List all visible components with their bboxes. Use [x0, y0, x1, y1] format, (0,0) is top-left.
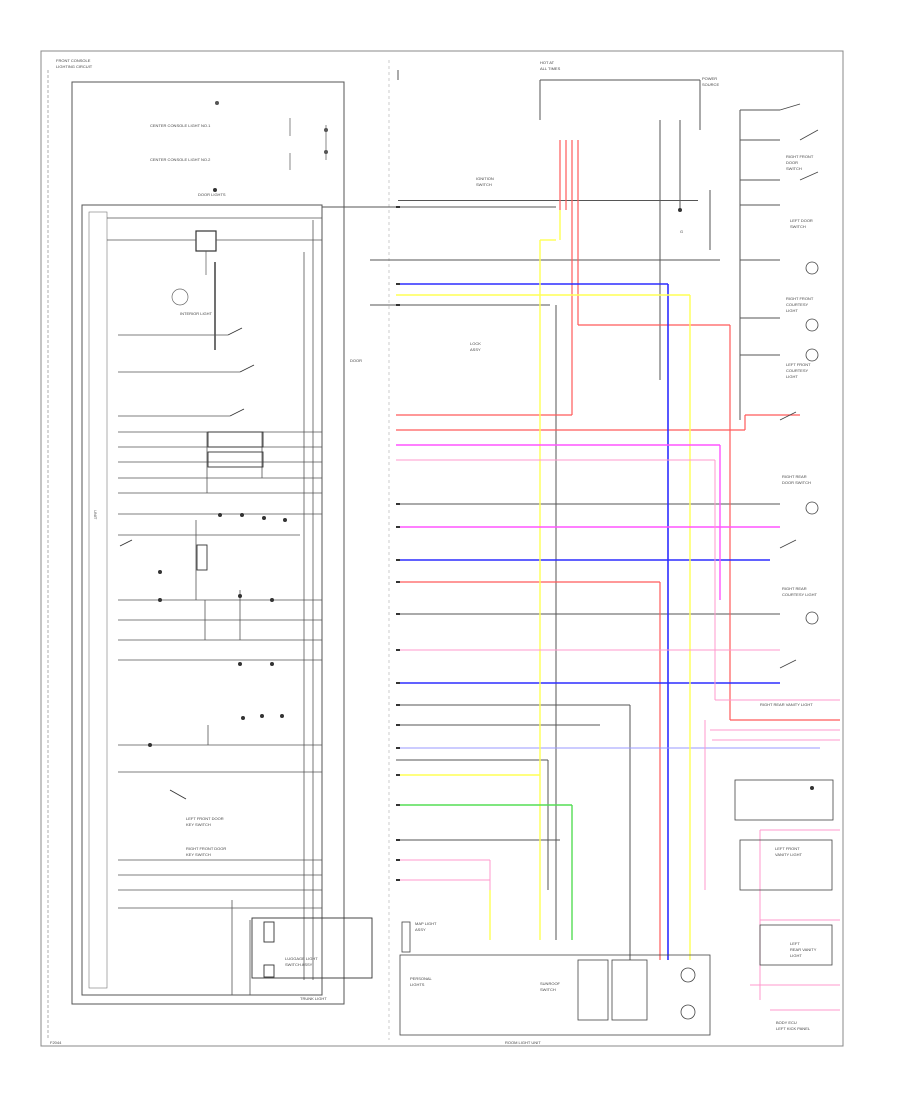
- rr-light-unit: RIGHT REAR VANITY LIGHT: [760, 702, 813, 707]
- rf-courtesy-3: LIGHT: [786, 308, 798, 313]
- lr-vanity-2: REAR VANITY: [790, 947, 817, 952]
- map-light-1: MAP LIGHT: [415, 921, 437, 926]
- left-front-door-switch-l1: LEFT FRONT DOOR: [186, 816, 224, 821]
- unit-label: UNIT: [93, 510, 98, 520]
- green-wires: [396, 804, 573, 940]
- rr-door-sw-1: RIGHT REAR: [782, 474, 807, 479]
- personal-lights-2: LIGHTS: [410, 982, 425, 987]
- blue-wires: [396, 283, 780, 960]
- left-wiring: [107, 217, 323, 995]
- luggage-lamp-l1: LUGGAGE LIGHT: [285, 956, 318, 961]
- sunroof-2: SWITCH: [540, 987, 556, 992]
- interior-light-label: INTERIOR LIGHT: [180, 311, 213, 316]
- door-lock-3: ASSY: [470, 347, 481, 352]
- room-light-unit: ROOM LIGHT UNIT: [505, 1040, 541, 1045]
- trunk-label: TRUNK LIGHT: [300, 996, 327, 1001]
- interior-light-box: [195, 230, 217, 252]
- door-lock-1: DOOR: [350, 358, 362, 363]
- pink-wires: [396, 444, 780, 600]
- title-line-1: FRONT CONSOLE: [56, 58, 91, 63]
- ground-label: G: [680, 229, 683, 234]
- red-wires: [396, 140, 840, 960]
- lf-courtesy-3: LIGHT: [786, 374, 798, 379]
- node: [324, 128, 328, 132]
- ignition-2: SWITCH: [476, 182, 492, 187]
- gray-wires: [322, 70, 780, 960]
- rr-courtesy-1: RIGHT REAR: [782, 586, 807, 591]
- power-2: SOURCE: [702, 82, 719, 87]
- rf-courtesy-1: RIGHT FRONT: [786, 296, 814, 301]
- lf-courtesy-1: LEFT FRONT: [786, 362, 811, 367]
- door-lock-2: LOCK: [470, 341, 481, 346]
- lf-vanity-1: LEFT FRONT: [775, 846, 800, 851]
- bus-bar: [88, 211, 108, 989]
- lf-vanity-2: VANITY LIGHT: [775, 852, 803, 857]
- ignition-1: IGNITION: [476, 176, 494, 181]
- node: [324, 150, 328, 154]
- junction-1: HOT AT: [540, 60, 555, 65]
- rr-courtesy-2: COURTESY LIGHT: [782, 592, 818, 597]
- lr-vanity-1: LEFT: [790, 941, 800, 946]
- right-front-door-switch-l1: RIGHT FRONT DOOR: [186, 846, 226, 851]
- lamp-dot-1: [215, 101, 219, 105]
- body-ecu-1: BODY ECU: [776, 1020, 797, 1025]
- left-front-door-switch-l2: KEY SWITCH: [186, 822, 211, 827]
- connector-labels: [398, 200, 698, 201]
- body-ecu-2: LEFT KICK PANEL: [776, 1026, 811, 1031]
- right-components: [399, 103, 834, 1036]
- interior-light-bulb: [171, 288, 189, 306]
- rf-door-sw-1: RIGHT FRONT: [786, 154, 814, 159]
- bottom-left-code: F2044: [50, 1040, 62, 1045]
- left-module-box: [71, 81, 345, 1005]
- left-switches: [119, 327, 373, 979]
- l-door-sw-2: SWITCH: [790, 224, 806, 229]
- rf-courtesy-2: COURTESY: [786, 302, 808, 307]
- lf-courtesy-2: COURTESY: [786, 368, 808, 373]
- rr-door-sw-2: DOOR SWITCH: [782, 480, 811, 485]
- luggage-lamp-l2: SWITCH ASSY: [285, 962, 313, 967]
- right-front-door-switch-l2: KEY SWITCH: [186, 852, 211, 857]
- ccl1-label: CENTER CONSOLE LIGHT NO.1: [150, 123, 211, 128]
- light-pink-wires: [396, 459, 840, 1011]
- power-1: POWER: [702, 76, 717, 81]
- junction-2: ALL TIMES: [540, 66, 561, 71]
- sunroof-1: SUNROOF: [540, 981, 561, 986]
- l-door-sw-1: LEFT DOOR: [790, 218, 813, 223]
- lr-vanity-3: LIGHT: [790, 953, 802, 958]
- left-nodes: [148, 188, 287, 747]
- connector-markers: [396, 206, 814, 881]
- rf-door-sw-3: SWITCH: [786, 166, 802, 171]
- door-lights-label: DOOR LIGHTS: [198, 192, 226, 197]
- personal-lights-1: PERSONAL: [410, 976, 433, 981]
- ccl2-label: CENTER CONSOLE LIGHT NO.2: [150, 157, 211, 162]
- map-light-2: ASSY: [415, 927, 426, 932]
- diagram-border: [40, 50, 844, 1047]
- rf-door-sw-2: DOOR: [786, 160, 798, 165]
- yellow-wires: [396, 210, 691, 960]
- title-line-2: LIGHTING CIRCUIT: [56, 64, 93, 69]
